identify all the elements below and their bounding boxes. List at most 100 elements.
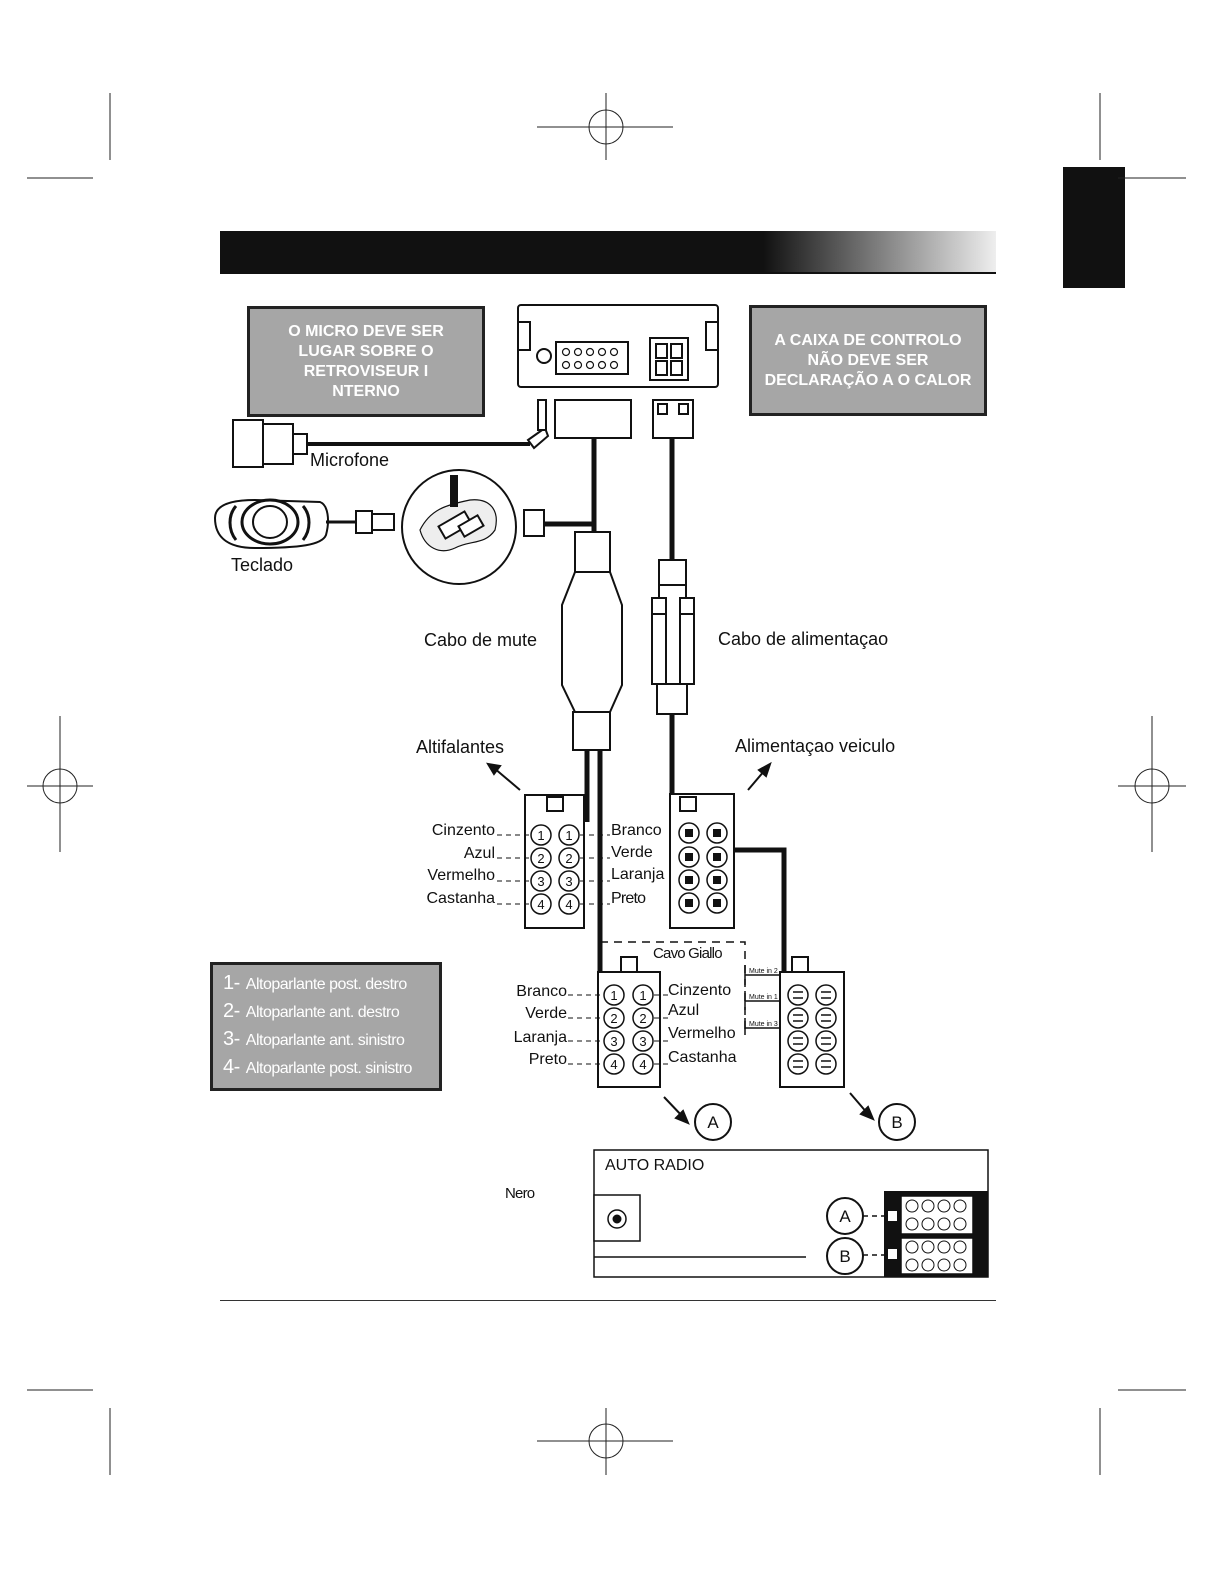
note-line: NTERNO [332, 382, 400, 400]
wire-color-label: Branco [611, 822, 662, 839]
wire-color-label: Vermelho [427, 867, 495, 884]
mute-cable [561, 438, 623, 990]
wire-color-label: Castanha [426, 890, 496, 907]
microphone-assembly [232, 399, 550, 468]
language-side-tab [1063, 167, 1125, 288]
auto-radio-socket-pins [905, 1199, 967, 1272]
upper-label-leaders [497, 834, 610, 905]
wire-color-label: Castanha [668, 1049, 737, 1066]
vehicle-power-connector-pins [678, 822, 728, 914]
radio-callout-b-circle [826, 1237, 864, 1275]
legend-text: Altoparlante ant. sinistro [245, 1032, 405, 1049]
legend-item: 1- Altoparlante post. destro [223, 969, 429, 997]
control-box-pins [561, 347, 619, 370]
mute-cable-label: Cabo de mute [424, 630, 538, 650]
pin-numbers: 1 1 2 2 3 3 4 4 1 1 2 2 3 3 4 4 [537, 828, 646, 1072]
radio-callout-leads [863, 1215, 888, 1256]
section-header-bar [220, 231, 996, 272]
vehicle-power-label: Alimentaçao veiculo [735, 736, 896, 756]
wire-color-label: Azul [463, 845, 495, 862]
wire-color-label: Laranja [611, 866, 665, 883]
note-line: RETROVISEUR I [303, 362, 429, 380]
upper-connector-pins [530, 824, 580, 915]
pin-label: 1 [610, 988, 617, 1003]
control-box-plugs [554, 399, 694, 439]
wire-color-label: Preto [611, 890, 646, 907]
black-wire-label: Nero [505, 1185, 535, 1202]
mute-in-leads [744, 965, 780, 1035]
yellow-cable-label: Cavo Giallo [653, 945, 723, 962]
note-line: O MICRO DEVE SER [288, 322, 444, 340]
wire-color-label: Cinzento [431, 822, 495, 839]
callout-a-letter: A [707, 1113, 719, 1132]
wire-color-label: Preto [528, 1051, 567, 1068]
footer-rule [220, 1300, 996, 1301]
speaker-legend: 1- Altoparlante post. destro 2- Altoparlan… [210, 962, 442, 1091]
auto-radio-unit [593, 1149, 989, 1278]
legend-number: 3- [223, 1028, 240, 1050]
wire-color-label: Vermelho [668, 1025, 736, 1042]
keypad-label: Teclado [231, 555, 294, 575]
mute-in-2-label: Mute in 2 [749, 968, 778, 975]
b-connector-pins [787, 984, 837, 1075]
header-underline [220, 272, 996, 274]
pin-label: 2 [537, 851, 544, 866]
warning-line: NÃO DEVE SER [807, 351, 929, 369]
warning-magnifier [401, 469, 517, 585]
legend-item: 3- Altoparlante ant. sinistro [223, 1025, 429, 1053]
pin-label: 3 [639, 1034, 646, 1049]
power-cable [651, 438, 695, 822]
lower-connector-pins [603, 984, 654, 1075]
radio-callout-a-circle [826, 1197, 864, 1235]
legend-number: 1- [223, 972, 240, 994]
control-box-heat-warning: A CAIXA DE CONTROLO NÃO DEVE SER DECLARA… [749, 305, 987, 416]
legend-number: 4- [223, 1056, 240, 1078]
legend-item: 4- Altoparlante post. sinistro [223, 1053, 429, 1081]
pin-label: 4 [610, 1057, 617, 1072]
pin-label: 4 [565, 897, 572, 912]
legend-text: Altoparlante ant. destro [245, 1004, 400, 1021]
callout-b-circle [878, 1103, 916, 1141]
wire-color-label: Laranja [513, 1029, 567, 1046]
legend-number: 2- [223, 1000, 240, 1022]
wire-color-label: Verde [611, 844, 653, 861]
lower-label-leaders [568, 994, 668, 1065]
pin-label: 1 [537, 828, 544, 843]
pin-label: 4 [537, 897, 544, 912]
speakers-label: Altifalantes [416, 737, 505, 757]
power-cable-label: Cabo de alimentaçao [718, 629, 889, 649]
pin-label: 1 [639, 988, 646, 1003]
warning-line: DECLARAÇÃO A O CALOR [764, 371, 972, 389]
wire-color-label: Branco [516, 983, 567, 1000]
pin-label: 1 [565, 828, 572, 843]
wire-color-label: Azul [668, 1002, 700, 1019]
warning-exclamation-bar [450, 475, 458, 507]
warning-line: A CAIXA DE CONTROLO [774, 331, 962, 349]
radio-callout-b-letter: B [839, 1247, 850, 1266]
auto-radio-title: AUTO RADIO [605, 1157, 705, 1174]
keypad-assembly [213, 498, 395, 550]
pin-label: 3 [565, 874, 572, 889]
wire-color-label: Cinzento [668, 982, 732, 999]
connector-arrows [486, 761, 875, 1125]
legend-item: 2- Altoparlante ant. destro [223, 997, 429, 1025]
microphone-label: Microfone [310, 450, 390, 470]
legend-text: Altoparlante post. destro [245, 976, 407, 993]
legend-text: Altoparlante post. sinistro [245, 1060, 413, 1077]
pin-label: 2 [639, 1011, 646, 1026]
control-box [517, 304, 719, 388]
callout-a-circle [694, 1103, 732, 1141]
callout-b-letter: B [891, 1113, 902, 1132]
callout-letters: A B A B [707, 1113, 902, 1266]
mute-in-3-label: Mute in 3 [749, 1021, 778, 1028]
note-line: LUGAR SOBRE O [298, 342, 434, 360]
pin-label: 3 [610, 1034, 617, 1049]
radio-callout-a-letter: A [839, 1207, 851, 1226]
pin-label: 4 [639, 1057, 646, 1072]
microphone-placement-note: O MICRO DEVE SER LUGAR SOBRE O RETROVISE… [247, 306, 485, 417]
power-to-b-wire [734, 847, 787, 972]
mute-in-1-label: Mute in 1 [749, 994, 778, 1001]
wire-color-label: Verde [525, 1005, 567, 1022]
pin-label: 2 [565, 851, 572, 866]
